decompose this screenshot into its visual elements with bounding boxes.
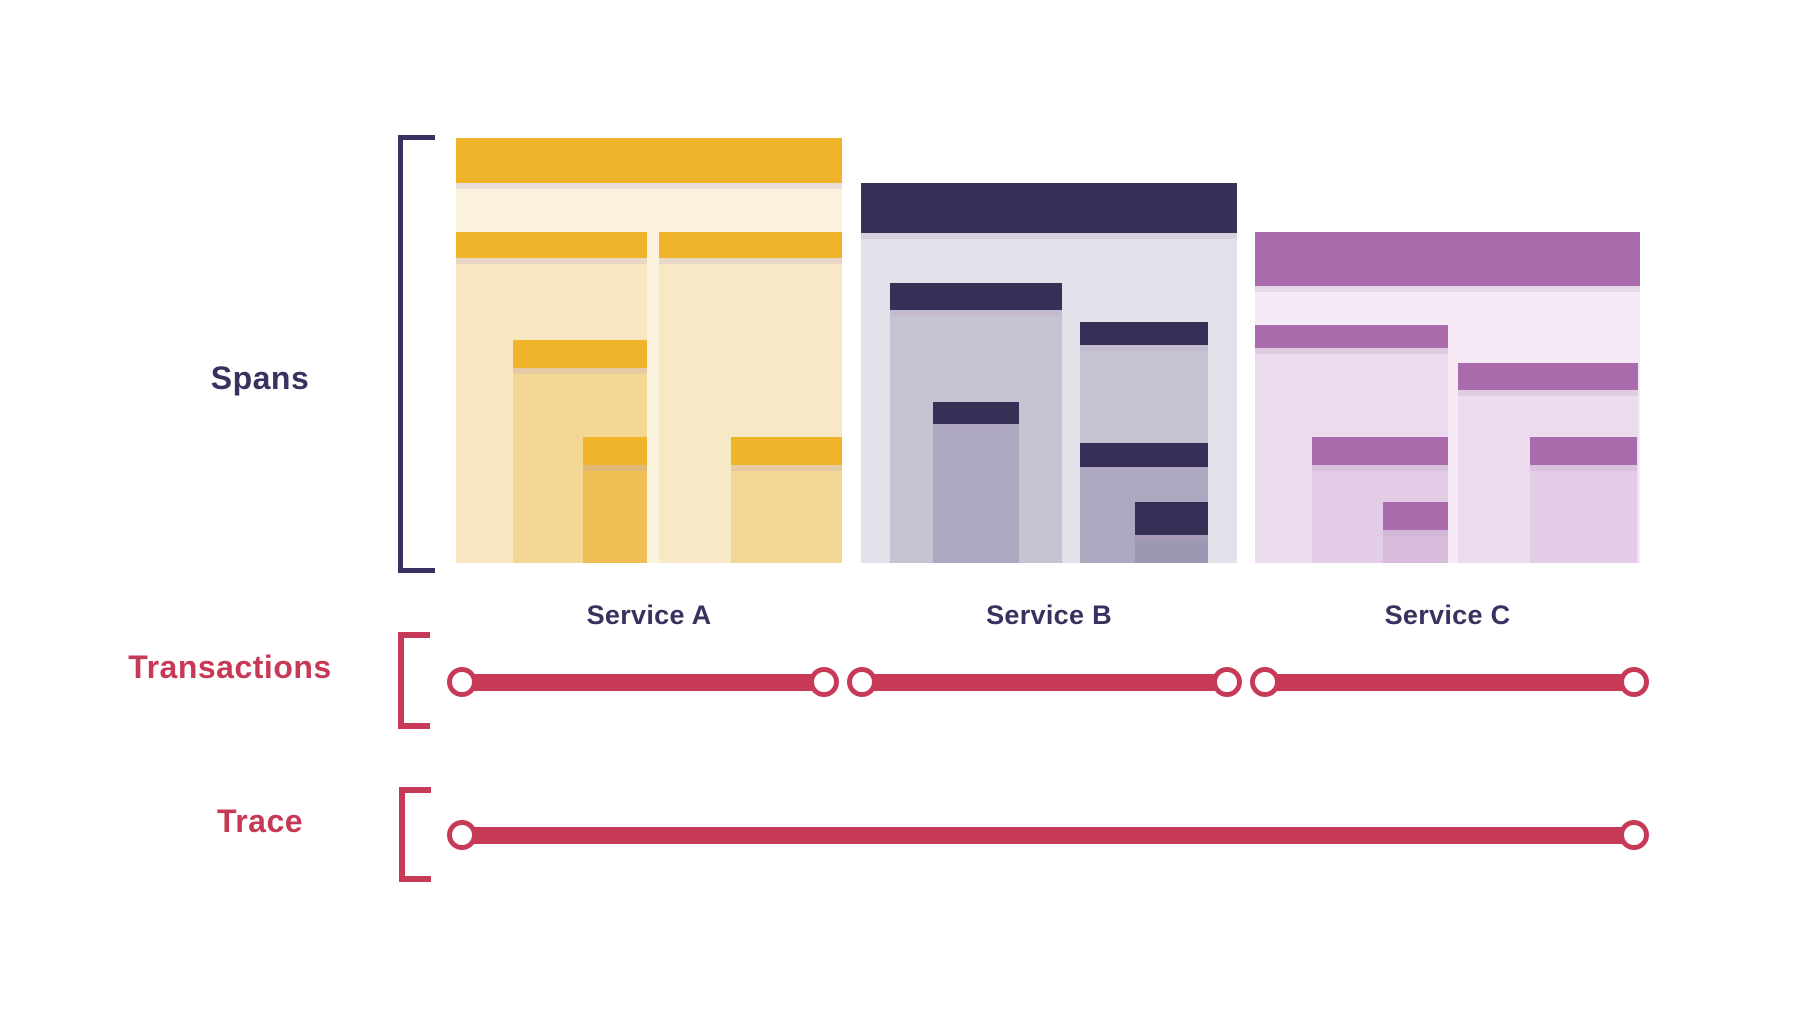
service-a-span-waterfall	[456, 138, 842, 563]
service-c-label: Service C	[1384, 600, 1511, 630]
trace-line	[462, 826, 1634, 844]
span-header-bar	[456, 138, 842, 183]
span-header-bar	[1080, 443, 1208, 467]
trace-endpoint-circle	[1619, 820, 1649, 850]
span-header-bar	[861, 183, 1237, 233]
transactions-label: Transactions	[128, 649, 332, 685]
span-header-bar	[1312, 437, 1448, 465]
trace-endpoint-circle	[447, 820, 477, 850]
span-header-bar	[1255, 325, 1448, 348]
span-header-bar	[1080, 322, 1208, 345]
trace-bracket	[399, 787, 431, 882]
span-header-bar	[1530, 437, 1637, 465]
span-header-bar	[933, 402, 1019, 424]
span-header-bar	[731, 437, 842, 465]
transaction-line	[1265, 673, 1634, 691]
span-bar	[731, 437, 842, 563]
span-header-bar	[890, 283, 1062, 310]
trace-label: Trace	[216, 803, 304, 839]
span-header-bar	[1255, 232, 1640, 286]
span-bar	[1530, 437, 1637, 563]
transactions-bracket	[398, 632, 430, 729]
span-header-bar	[659, 232, 842, 258]
transaction-endpoint-circle	[1619, 667, 1649, 697]
transaction-line	[462, 673, 824, 691]
transaction-endpoint-circle	[809, 667, 839, 697]
span-header-bar	[1458, 363, 1638, 390]
service-a-label: Service A	[586, 600, 712, 630]
span-bar	[1135, 502, 1208, 563]
service-b-label: Service B	[986, 600, 1112, 630]
spans-label: Spans	[210, 360, 310, 396]
span-bar	[1383, 502, 1448, 563]
span-bar	[933, 402, 1019, 563]
span-header-bar	[456, 232, 647, 258]
transaction-endpoint-circle	[447, 667, 477, 697]
span-header-bar	[513, 340, 647, 368]
span-header-bar	[1135, 502, 1208, 535]
service-b-span-waterfall	[861, 183, 1237, 563]
transaction-endpoint-circle	[1212, 667, 1242, 697]
span-header-bar	[583, 437, 647, 465]
transaction-endpoint-circle	[847, 667, 877, 697]
span-header-bar	[1383, 502, 1448, 530]
transaction-endpoint-circle	[1250, 667, 1280, 697]
spans-bracket	[398, 135, 435, 573]
transaction-line	[862, 673, 1227, 691]
service-c-span-waterfall	[1255, 232, 1640, 563]
span-bar	[583, 437, 647, 563]
